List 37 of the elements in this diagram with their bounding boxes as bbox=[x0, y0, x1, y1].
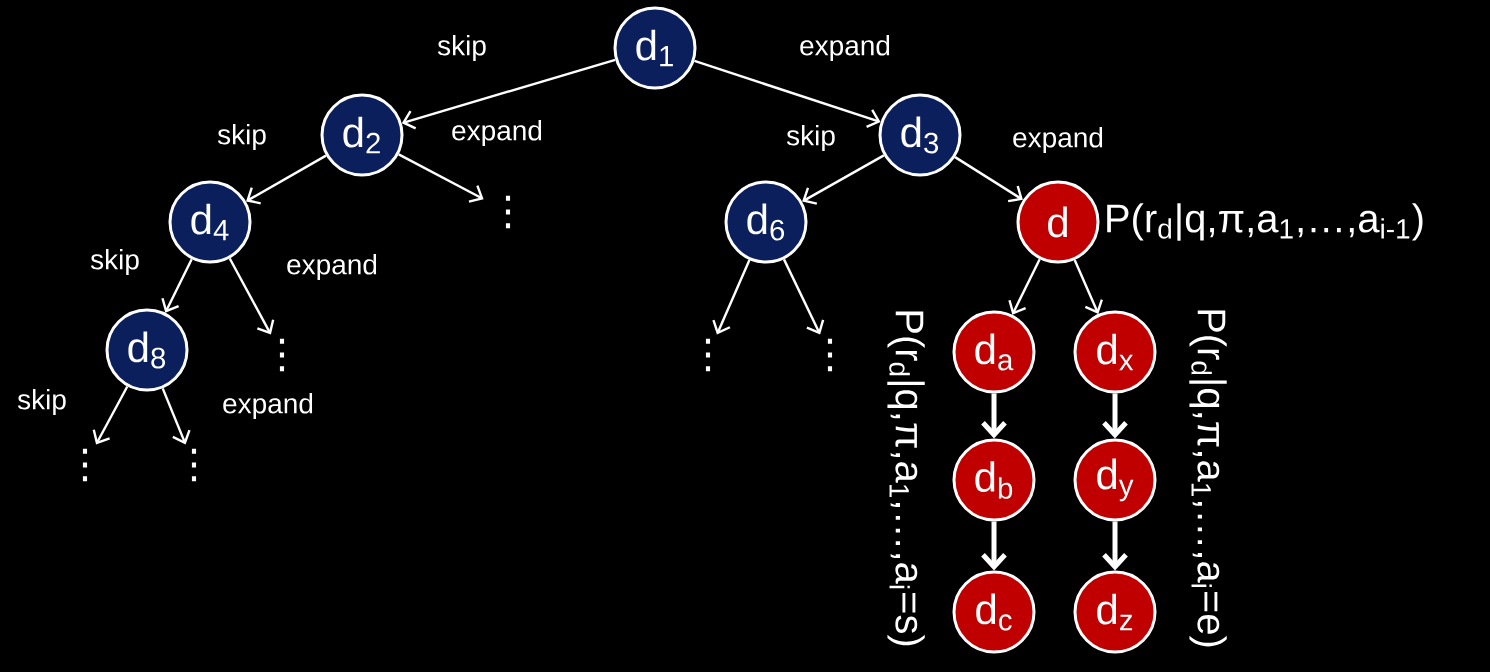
ellipsis: ⋮ bbox=[191, 448, 197, 482]
edge-label: skip bbox=[88, 246, 142, 278]
edge-label: expand bbox=[797, 32, 893, 64]
arrow bbox=[1102, 393, 1128, 439]
ellipsis: ⋮ bbox=[827, 338, 833, 372]
edge-label: expand bbox=[220, 390, 316, 422]
edge-label: expand bbox=[449, 117, 545, 149]
arrow bbox=[1102, 521, 1128, 571]
ellipsis: ⋮ bbox=[279, 338, 285, 372]
edge-label: expand bbox=[284, 251, 380, 283]
probability-label: P(r$_{d}$|q,π,a$_{1}$,…,a$_{i}$=e) bbox=[1189, 310, 1227, 647]
edge-label: skip bbox=[435, 32, 489, 64]
arrow bbox=[398, 153, 484, 203]
ellipsis: ⋮ bbox=[505, 195, 511, 229]
ellipsis: ⋮ bbox=[82, 448, 88, 482]
arrow bbox=[92, 385, 129, 445]
edge-label: skip bbox=[784, 122, 838, 154]
arrow bbox=[981, 521, 1007, 571]
edge-label: expand bbox=[1010, 124, 1106, 156]
ellipsis: ⋮ bbox=[705, 338, 711, 372]
arrow bbox=[246, 154, 327, 205]
arrow bbox=[161, 387, 191, 445]
arrow bbox=[802, 154, 885, 205]
edge-label: skip bbox=[15, 386, 69, 418]
arrow bbox=[228, 257, 275, 335]
arrow bbox=[981, 393, 1007, 439]
arrow bbox=[161, 258, 193, 313]
arrow bbox=[1073, 259, 1103, 314]
probability-label: P(r$_{d}$|q,π,a$_{1}$,…,a$_{i-1}$) bbox=[1107, 203, 1423, 241]
edge-label: skip bbox=[215, 121, 269, 153]
arrow bbox=[694, 59, 881, 128]
arrow bbox=[401, 58, 616, 130]
arrow bbox=[712, 259, 751, 335]
arrow bbox=[954, 156, 1023, 203]
probability-label: P(r$_{d}$|q,π,a$_{1}$,…,a$_{i}$=s) bbox=[887, 311, 925, 646]
arrow bbox=[782, 258, 825, 335]
arrow bbox=[1008, 258, 1041, 315]
